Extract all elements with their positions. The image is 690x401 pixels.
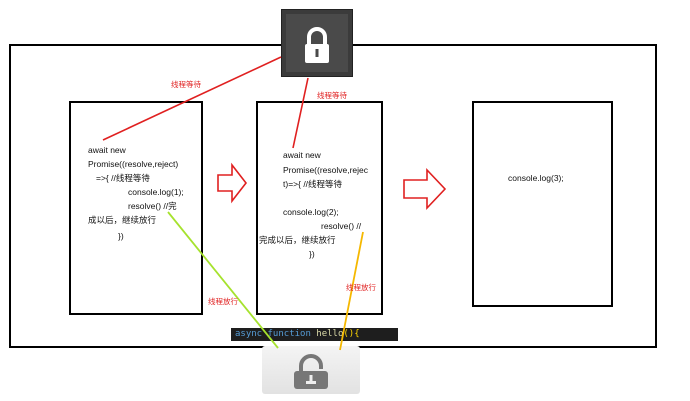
panel2-line-2: Promise((resolve,rejec: [283, 165, 369, 175]
annotation-release-right: 线程放行: [346, 283, 376, 292]
flow-arrow-1: [217, 162, 248, 204]
function-keyword: function: [267, 329, 311, 339]
lock-icon-box: [281, 9, 353, 77]
panel1-line-1: await new: [88, 145, 126, 155]
panel1-line-5: resolve() //完: [128, 201, 177, 211]
annotation-release-left: 线程放行: [208, 297, 238, 306]
panel2-line-6: resolve() //: [321, 221, 362, 231]
release-line-left: [167, 211, 279, 349]
lock-icon: [305, 27, 329, 63]
unlock-icon: [294, 354, 328, 389]
panel1-line-7: }): [118, 231, 124, 241]
code-panel-1: await new Promise((resolve,reject) =>{ /…: [69, 101, 203, 315]
code-panel-2: await new Promise((resolve,rejec t)=>{ /…: [256, 101, 383, 315]
panel2-line-5: console.log(2);: [283, 207, 339, 217]
flow-arrow-2: [403, 167, 447, 211]
wait-line-left: [102, 56, 282, 141]
panel2-line-3: t)=>{ //线程等待: [283, 179, 343, 189]
unlock-icon-box: [262, 346, 360, 394]
panel1-line-3: =>{ //线程等待: [96, 173, 150, 183]
panel2-line-1: await new: [283, 150, 321, 160]
panel3-line-1: console.log(3);: [508, 173, 564, 183]
release-line-right: [339, 231, 364, 351]
wait-line-center: [292, 77, 309, 149]
annotation-wait-center: 线程等待: [317, 91, 347, 100]
function-name: hello: [316, 329, 344, 339]
function-parens: (){: [343, 329, 360, 339]
panel2-line-7: 完成以后，继续放行: [259, 235, 336, 245]
panel1-line-6: 成以后，继续放行: [88, 215, 157, 225]
panel1-line-2: Promise((resolve,reject): [88, 159, 179, 169]
code-panel-3: console.log(3);: [472, 101, 613, 307]
panel1-line-4: console.log(1);: [128, 187, 184, 197]
panel2-line-8: }): [309, 249, 315, 259]
annotation-wait-left: 线程等待: [171, 80, 201, 89]
async-function-code-strip: async function hello(){: [231, 328, 398, 341]
async-keyword: async: [235, 329, 263, 339]
